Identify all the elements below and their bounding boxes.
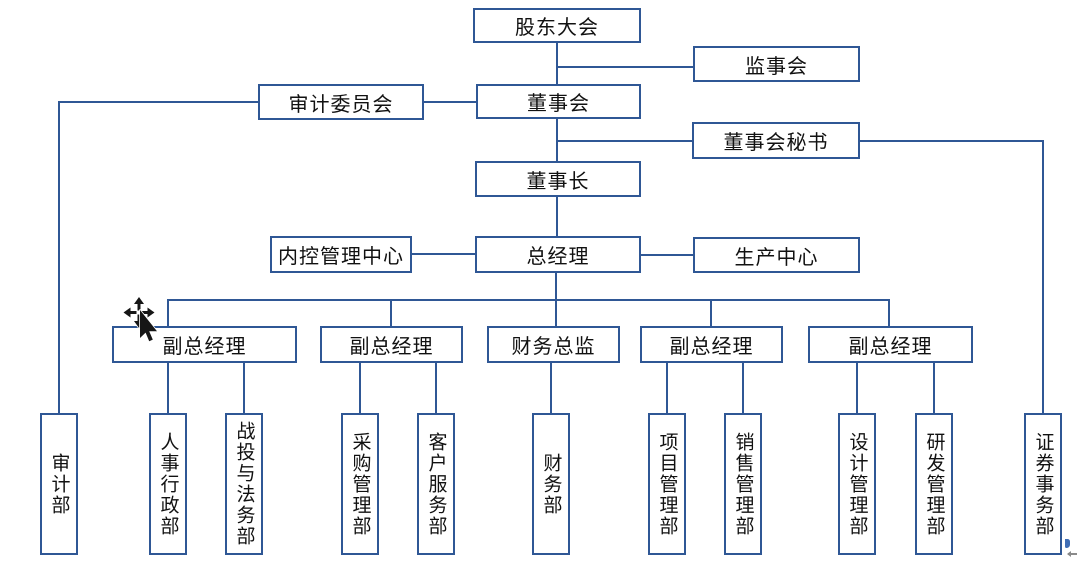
line-to-board-secretary <box>557 140 692 142</box>
line-bus-to-deputy-gm-1 <box>167 299 169 326</box>
org-node-securities-affairs-dept[interactable]: 证券事务部 <box>1024 413 1062 555</box>
line-shareholders-to-board <box>556 43 558 84</box>
line-bus-to-deputy-gm-3 <box>710 299 712 326</box>
org-node-label: 总经理 <box>526 244 590 268</box>
org-node-finance-dept[interactable]: 财务部 <box>532 413 570 555</box>
org-node-label: 人事行政部 <box>157 431 180 537</box>
org-node-label: 副总经理 <box>848 334 933 358</box>
org-node-label: 研发管理部 <box>923 431 946 537</box>
org-node-board-secretary[interactable]: 董事会秘书 <box>692 122 860 159</box>
org-node-label: 董事会秘书 <box>723 130 829 154</box>
org-node-deputy-gm-2[interactable]: 副总经理 <box>320 326 463 363</box>
org-node-label: 审计部 <box>48 452 71 516</box>
org-node-finance-director[interactable]: 财务总监 <box>487 326 620 363</box>
org-node-label: 董事会 <box>527 91 590 115</box>
line-drop-to-audit-dept <box>58 101 60 413</box>
line-manager-bus <box>167 299 890 301</box>
line-dgm4-to-rd-mgmt <box>933 363 935 413</box>
line-auditcommittee-to-board <box>424 101 476 103</box>
org-node-internal-control-center[interactable]: 内控管理中心 <box>270 236 412 273</box>
line-drop-to-securities-dept <box>1042 140 1044 413</box>
line-cfo-to-finance-dept <box>550 363 552 413</box>
org-node-hr-admin-dept[interactable]: 人事行政部 <box>149 413 187 555</box>
line-dgm4-to-design-mgmt <box>856 363 858 413</box>
line-dgm3-to-sales-mgmt <box>742 363 744 413</box>
org-node-label: 副总经理 <box>162 334 247 358</box>
line-dgm3-to-project-mgmt <box>666 363 668 413</box>
org-node-label: 证券事务部 <box>1032 431 1055 537</box>
line-dgm2-to-procurement <box>359 363 361 413</box>
scroll-artifact-mark <box>1067 551 1077 557</box>
org-node-label: 内控管理中心 <box>278 244 404 268</box>
org-node-rd-mgmt-dept[interactable]: 研发管理部 <box>915 413 953 555</box>
org-node-supervisory-board[interactable]: 监事会 <box>693 46 860 82</box>
org-node-label: 股东大会 <box>515 15 599 39</box>
org-node-label: 审计委员会 <box>288 91 394 116</box>
org-node-audit-dept[interactable]: 审计部 <box>40 413 78 555</box>
org-node-deputy-gm-3[interactable]: 副总经理 <box>640 326 783 363</box>
move-cursor-icon <box>122 296 158 342</box>
org-node-strategy-legal-dept[interactable]: 战投与法务部 <box>225 413 263 555</box>
org-node-label: 战投与法务部 <box>233 421 256 547</box>
line-to-supervisory-board <box>557 66 693 68</box>
line-dgm1-to-hr-admin <box>167 363 169 413</box>
org-node-label: 采购管理部 <box>349 431 372 537</box>
org-node-design-mgmt-dept[interactable]: 设计管理部 <box>838 413 876 555</box>
line-bus-to-deputy-gm-2 <box>390 299 392 326</box>
org-node-label: 财务部 <box>540 452 563 516</box>
line-bus-to-deputy-gm-4 <box>888 299 890 326</box>
line-chairman-to-gm <box>556 197 558 236</box>
org-node-project-mgmt-dept[interactable]: 项目管理部 <box>648 413 686 555</box>
org-node-label: 财务总监 <box>511 334 596 358</box>
org-node-label: 客户服务部 <box>425 431 448 537</box>
object-anchor-mark <box>1065 539 1070 548</box>
org-node-shareholders-meeting[interactable]: 股东大会 <box>473 8 641 43</box>
org-node-board-of-directors[interactable]: 董事会 <box>476 84 641 119</box>
org-node-label: 副总经理 <box>349 334 434 358</box>
org-node-general-manager[interactable]: 总经理 <box>475 236 641 273</box>
org-node-production-center[interactable]: 生产中心 <box>693 237 860 273</box>
org-node-label: 副总经理 <box>669 334 754 358</box>
line-secretary-right <box>860 140 1044 142</box>
org-node-label: 监事会 <box>745 53 808 78</box>
org-node-label: 生产中心 <box>734 244 819 269</box>
org-node-label: 设计管理部 <box>846 431 869 537</box>
line-dgm1-to-strategy-legal <box>243 363 245 413</box>
line-icc-to-gm <box>412 253 475 255</box>
org-node-chairman[interactable]: 董事长 <box>475 161 641 197</box>
line-gm-to-production <box>641 254 693 256</box>
line-auditcommittee-left <box>59 101 258 103</box>
org-node-deputy-gm-4[interactable]: 副总经理 <box>808 326 973 363</box>
org-node-procurement-dept[interactable]: 采购管理部 <box>341 413 379 555</box>
org-node-audit-committee[interactable]: 审计委员会 <box>258 84 424 120</box>
line-dgm2-to-customer-service <box>435 363 437 413</box>
org-node-label: 董事长 <box>526 168 590 193</box>
org-node-sales-mgmt-dept[interactable]: 销售管理部 <box>724 413 762 555</box>
org-node-label: 销售管理部 <box>732 431 755 537</box>
org-node-label: 项目管理部 <box>656 431 679 537</box>
org-node-customer-service-dept[interactable]: 客户服务部 <box>417 413 455 555</box>
